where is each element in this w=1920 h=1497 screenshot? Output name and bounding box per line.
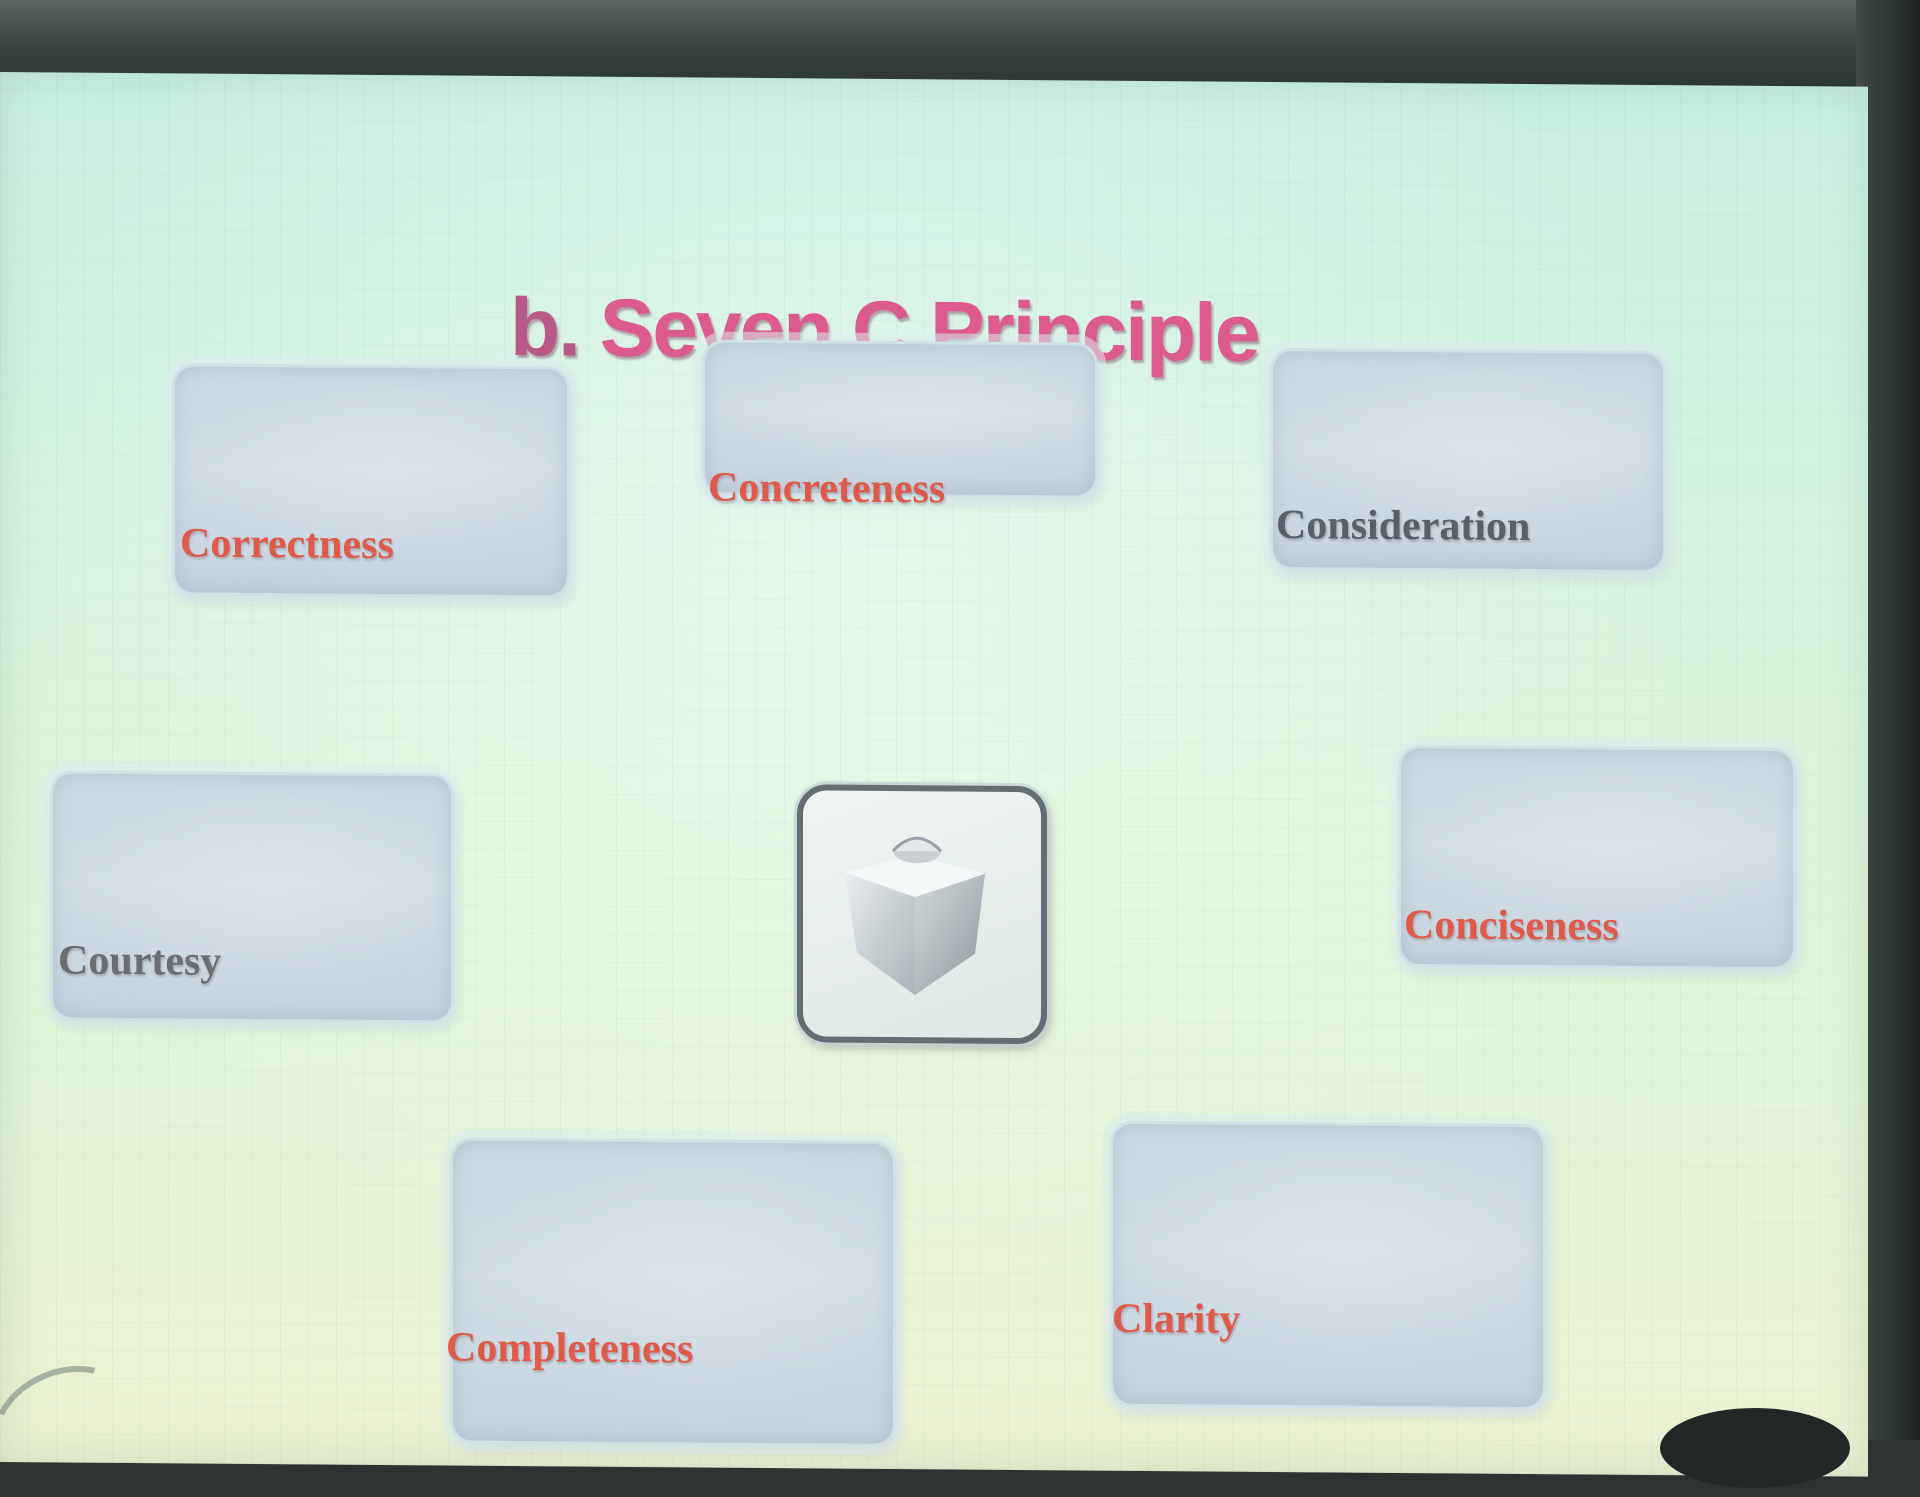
- audience-head-silhouette: [1660, 1408, 1850, 1488]
- principle-label-clarity: Clarity: [1112, 1295, 1241, 1343]
- principle-label-correctness: Correctness: [180, 520, 394, 569]
- principle-label-concreteness: Concreteness: [708, 464, 946, 513]
- projection-screen: b. Seven C Principle Correctness Concret…: [0, 72, 1868, 1477]
- principle-box-completeness: [450, 1137, 896, 1448]
- principle-label-consideration: Consideration: [1276, 502, 1531, 551]
- center-image-frame: [797, 784, 1047, 1045]
- principle-label-courtesy: Courtesy: [58, 937, 222, 985]
- slide-title-prefix: b.: [510, 282, 579, 374]
- principle-label-conciseness: Conciseness: [1404, 902, 1619, 950]
- principle-label-completeness: Completeness: [446, 1324, 694, 1373]
- principle-box-clarity: [1110, 1120, 1546, 1411]
- projector-frame-top: [0, 0, 1920, 84]
- cube-icon: [845, 836, 985, 996]
- principle-box-courtesy: [50, 770, 454, 1024]
